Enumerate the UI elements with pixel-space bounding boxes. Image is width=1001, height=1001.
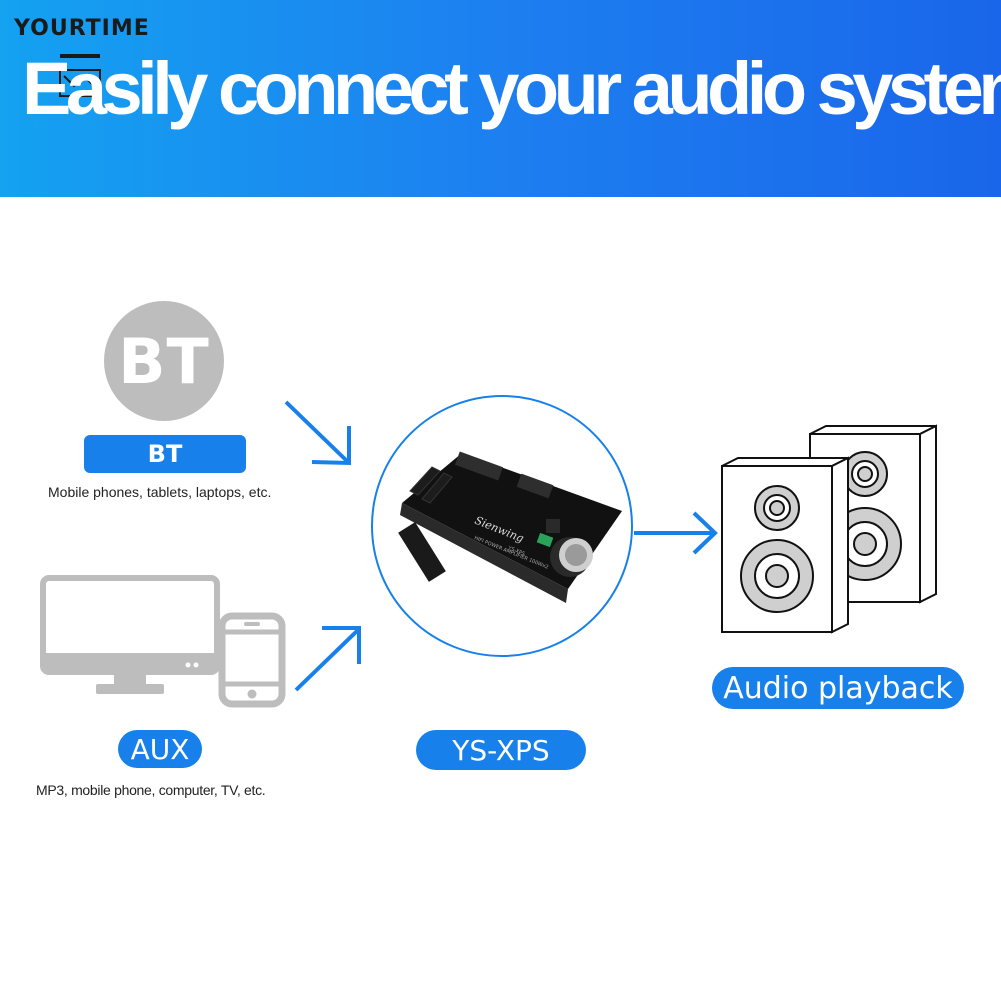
aux-label: AUX bbox=[118, 730, 202, 768]
bt-badge-text: BT bbox=[118, 324, 210, 398]
bt-caption: Mobile phones, tablets, laptops, etc. bbox=[48, 484, 272, 500]
arrow-icon-bt-to-amp bbox=[284, 400, 351, 466]
device-label: YS-XPS bbox=[416, 730, 586, 770]
brand-logo-icon bbox=[59, 54, 101, 97]
amplifier-board-image: Sienwing HIFI POWER AMPLIFIER 100Wx2 YS-… bbox=[371, 395, 633, 657]
aux-caption: MP3, mobile phone, computer, TV, etc. bbox=[36, 782, 266, 798]
headline: Easily connect your audio system bbox=[22, 47, 1001, 130]
bluetooth-badge: BT bbox=[104, 301, 224, 421]
output-label: Audio playback bbox=[712, 667, 964, 709]
speakers-icon bbox=[721, 424, 937, 634]
header-banner: YOURTIME Easily connect your audio syste… bbox=[0, 0, 1001, 197]
smartphone-icon bbox=[218, 612, 286, 708]
monitor-icon bbox=[40, 575, 220, 694]
arrow-icon-amp-to-speakers bbox=[634, 511, 718, 555]
arrow-icon-aux-to-amp bbox=[294, 626, 361, 692]
bt-label: BT bbox=[84, 435, 246, 473]
brand-name: YOURTIME bbox=[14, 16, 150, 41]
